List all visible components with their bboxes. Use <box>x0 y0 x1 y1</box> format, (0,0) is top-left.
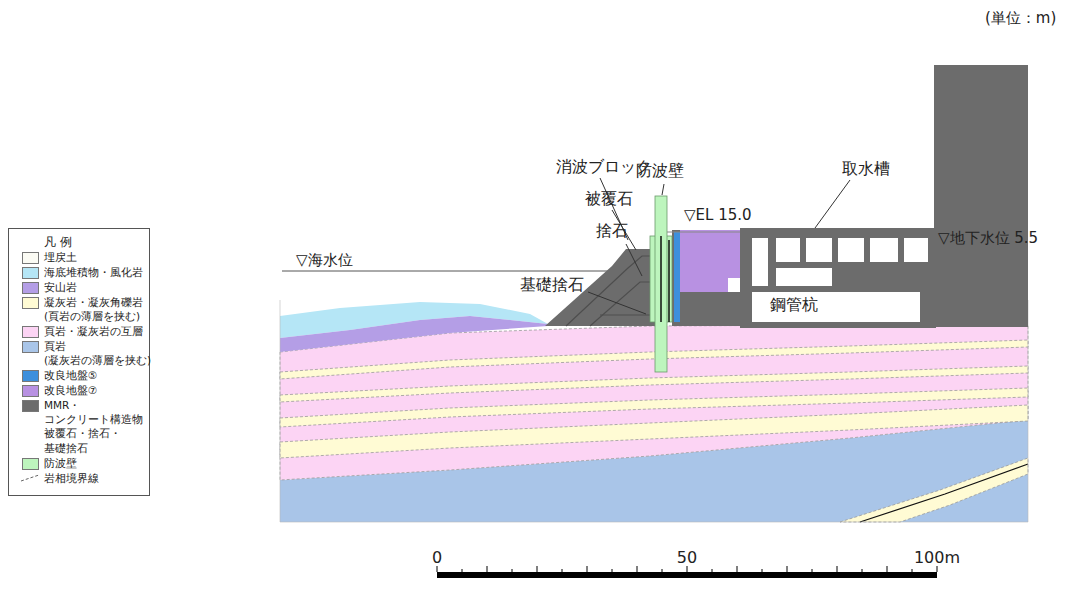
base-rubble-line <box>600 314 655 315</box>
legend-text: 海底堆積物・風化岩 <box>44 265 144 279</box>
scale-bar <box>437 572 937 578</box>
legend-text: 防波壁 <box>44 456 144 470</box>
callout-label: 凡 例 <box>44 236 72 249</box>
tuff-layer <box>280 405 1028 458</box>
legend-text: 凝灰岩・凝灰角礫岩 (頁岩の薄層を挟む) <box>44 295 144 323</box>
legend-text: 岩相境界線 <box>44 471 144 485</box>
legend-text: MMR・コンクリート構造物 被覆石・捨石・基礎捨石 <box>44 398 144 455</box>
scale-number: 50 <box>677 549 697 567</box>
tuff-layer <box>840 458 1028 522</box>
legend-text: 安山岩 <box>44 280 144 294</box>
building-block <box>934 65 1028 327</box>
legend-text: 頁岩 (凝灰岩の薄層を挟む) <box>44 339 144 367</box>
callout-label: 取水槽 <box>842 160 890 178</box>
callout-label: 被覆石 <box>585 190 633 208</box>
legend-swatch <box>22 297 39 309</box>
section-frame <box>280 300 1028 522</box>
improved-ground-7 <box>680 230 740 292</box>
seawall-body <box>650 236 672 322</box>
legend-text: 改良地盤⑦ <box>44 383 144 397</box>
alternation-layer <box>280 325 1028 480</box>
callout-label: ▽地下水位 5.5 <box>938 230 1038 247</box>
sea-level-line <box>282 271 620 272</box>
legend-swatch <box>22 385 39 397</box>
improved-ground-5 <box>674 232 680 322</box>
andesite-layer <box>280 316 548 352</box>
lithologic-line <box>860 464 1028 522</box>
legend-swatch <box>22 400 39 412</box>
seawall-steel-line <box>668 240 670 322</box>
callout-label: 捨石 <box>596 222 628 240</box>
legend-swatch <box>22 458 39 470</box>
seawall-steel-line <box>660 236 662 322</box>
callout-label: (単位：m) <box>985 10 1056 27</box>
concrete-step <box>672 230 740 326</box>
scale-number: 0 <box>432 549 442 567</box>
legend-text: 埋戻土 <box>44 250 144 264</box>
seawall-pile <box>655 196 667 372</box>
intake-chambers <box>752 238 928 322</box>
intake-pit <box>740 228 936 328</box>
legend-text: 頁岩・凝灰岩の互層 <box>44 324 144 338</box>
legend-swatch <box>22 341 39 353</box>
callout-label: ▽EL 15.0 <box>684 207 752 224</box>
legend-line-sample <box>20 473 40 483</box>
legend-swatch <box>22 370 39 382</box>
scale-number: 100m <box>914 549 960 567</box>
rubble-layer-line <box>590 282 655 326</box>
legend-swatch <box>22 267 39 279</box>
callout-label: 基礎捨石 <box>520 276 584 294</box>
legend-text: 改良地盤⑤ <box>44 368 144 382</box>
legend-swatch <box>22 326 39 338</box>
callout-label: 消波ブロック <box>556 158 652 176</box>
callout-label: 鋼管杭 <box>770 296 818 314</box>
legend-swatch <box>22 282 39 294</box>
callout-label: ▽海水位 <box>296 252 353 269</box>
legend-swatch <box>22 252 39 264</box>
